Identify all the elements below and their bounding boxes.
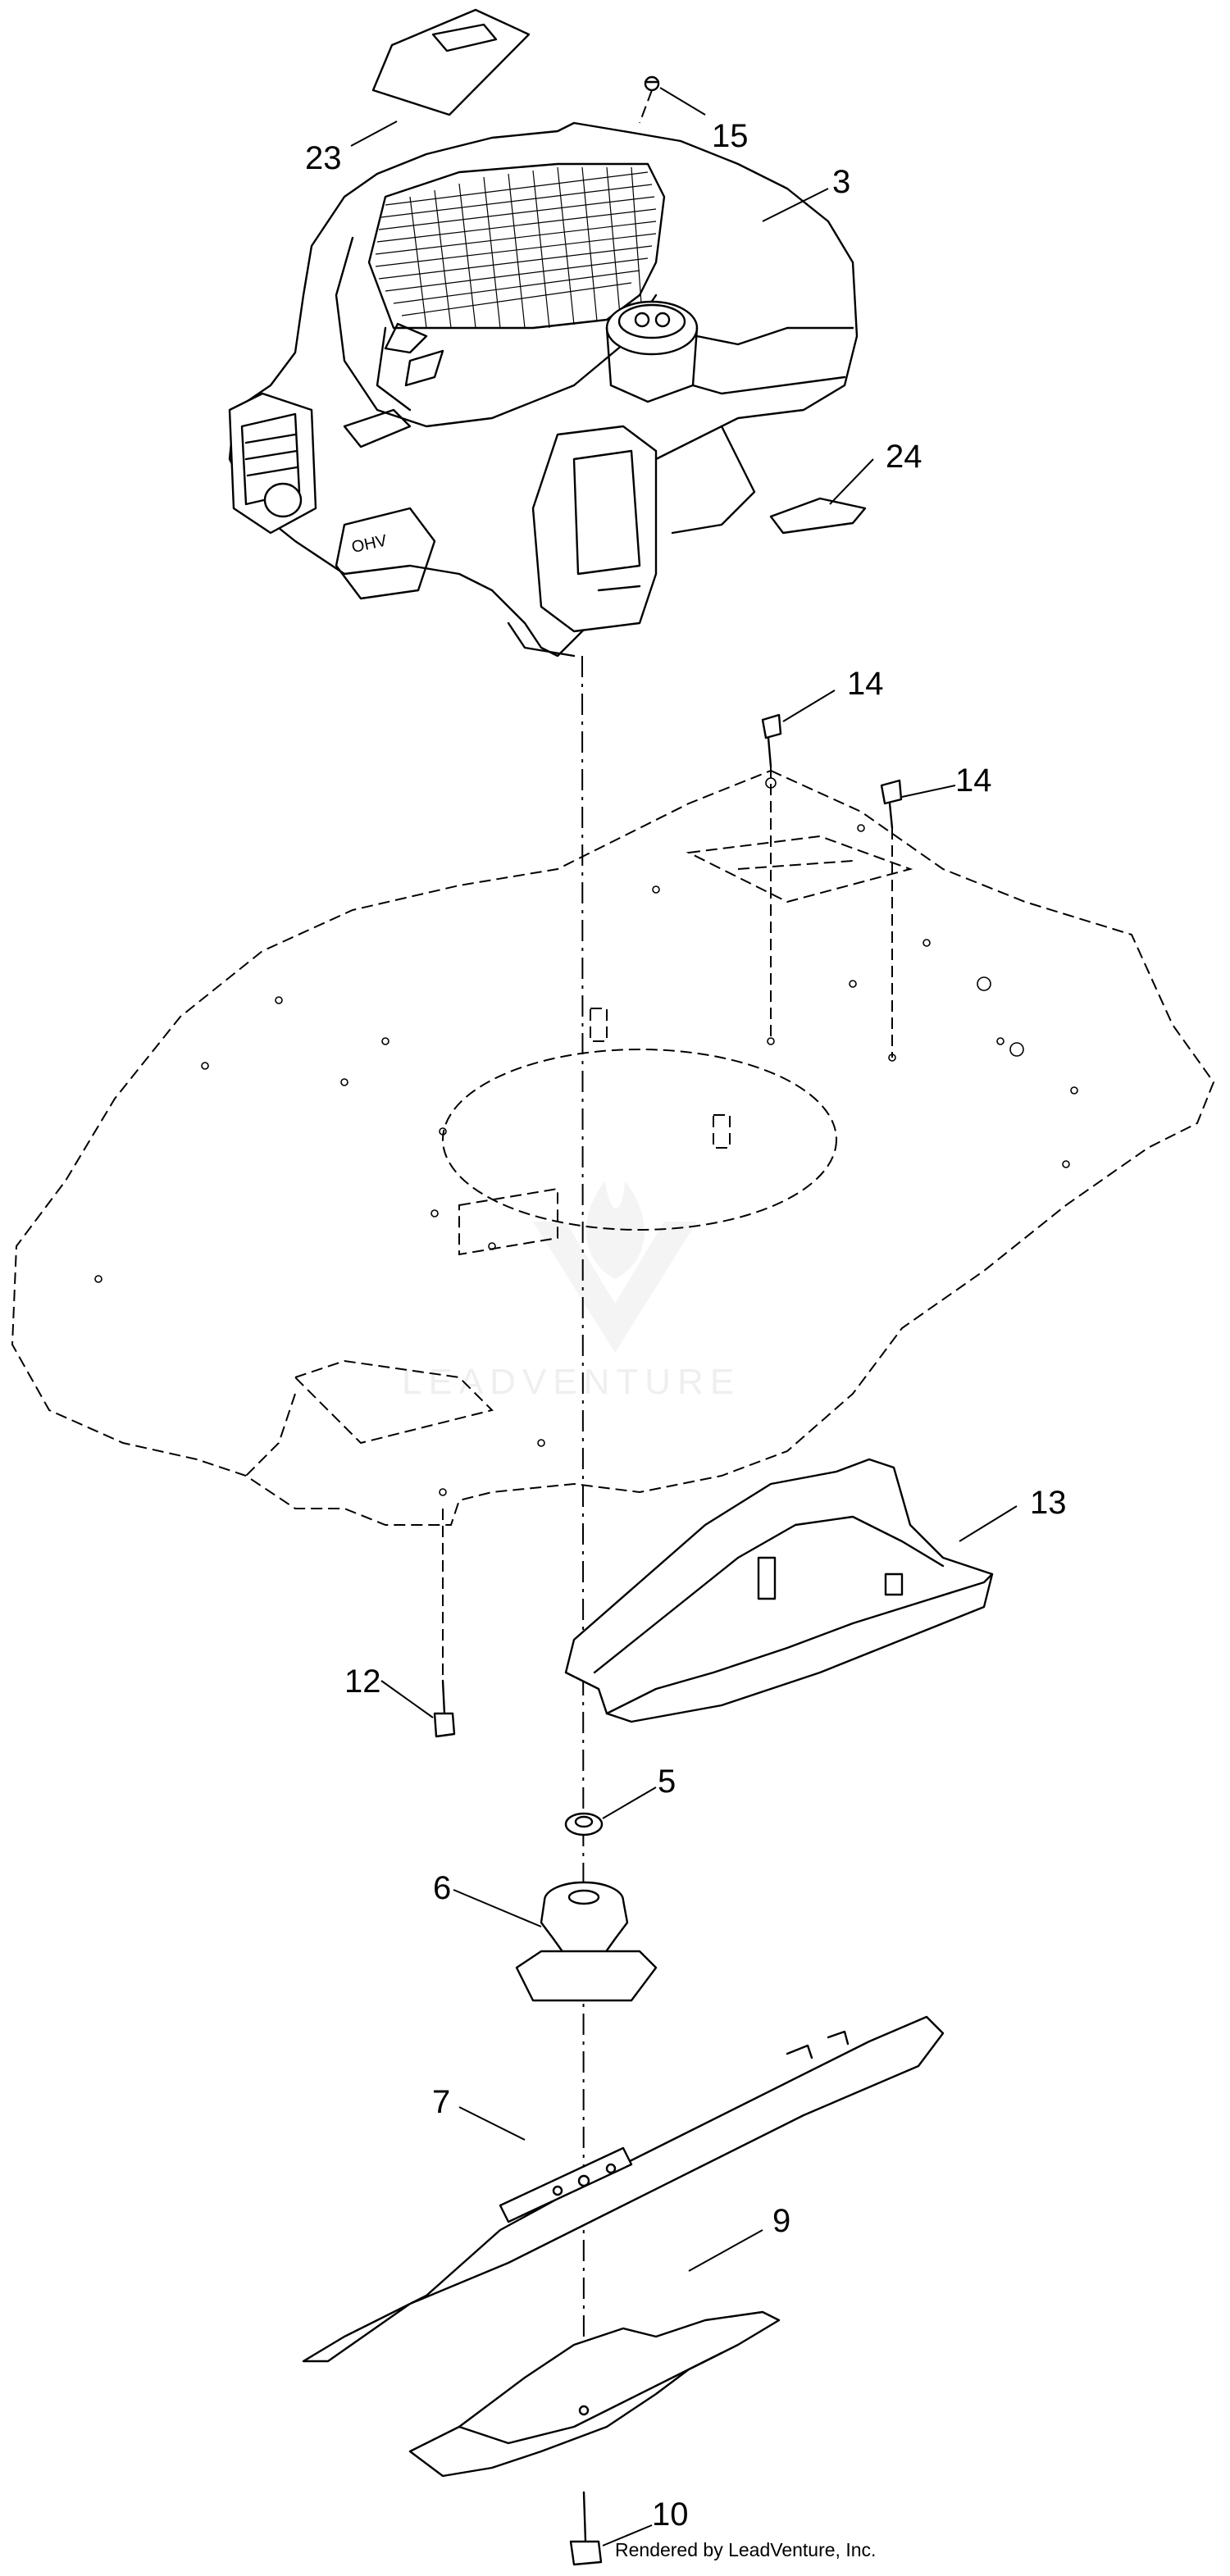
part-23-decal[interactable] <box>371 8 531 116</box>
part-24-decal[interactable] <box>769 497 867 535</box>
callout-9: 9 <box>772 2203 790 2239</box>
callout-3: 3 <box>832 164 850 200</box>
callout-15: 15 <box>712 118 749 154</box>
part-5-washer[interactable] <box>564 1812 604 1836</box>
callout-24: 24 <box>886 439 922 475</box>
mower-deck-outline <box>11 769 1215 1526</box>
part-15-screw[interactable] <box>644 75 660 92</box>
callout-14-b: 14 <box>955 762 992 799</box>
part-14-bolt-a[interactable] <box>761 713 782 768</box>
callout-14-a: 14 <box>847 666 884 702</box>
part-7-blade[interactable] <box>302 2015 945 2363</box>
leader-lines <box>350 87 1018 2546</box>
part-6-blade-adapter[interactable] <box>515 1881 658 2002</box>
callout-13: 13 <box>1030 1485 1067 1521</box>
part-12-bolt[interactable] <box>433 1679 456 1738</box>
part-13-baffle[interactable] <box>564 1458 994 1723</box>
part-3-engine[interactable]: OHV <box>228 121 859 658</box>
callout-7: 7 <box>432 2084 450 2120</box>
rendered-by-footer: Rendered by LeadVenture, Inc. <box>615 2539 876 2560</box>
part-9-mulch-blade[interactable] <box>408 2310 781 2478</box>
leadventure-watermark: LEADVENTURE <box>402 1181 740 1402</box>
part-14-bolt-b[interactable] <box>880 779 903 830</box>
callout-10: 10 <box>652 2496 689 2533</box>
watermark-text: LEADVENTURE <box>402 1362 740 1402</box>
callout-12: 12 <box>344 1663 381 1700</box>
callout-5: 5 <box>658 1764 676 1800</box>
callout-23: 23 <box>305 140 342 176</box>
part-10-blade-bolt[interactable] <box>569 2491 603 2566</box>
callout-6: 6 <box>433 1870 451 1906</box>
